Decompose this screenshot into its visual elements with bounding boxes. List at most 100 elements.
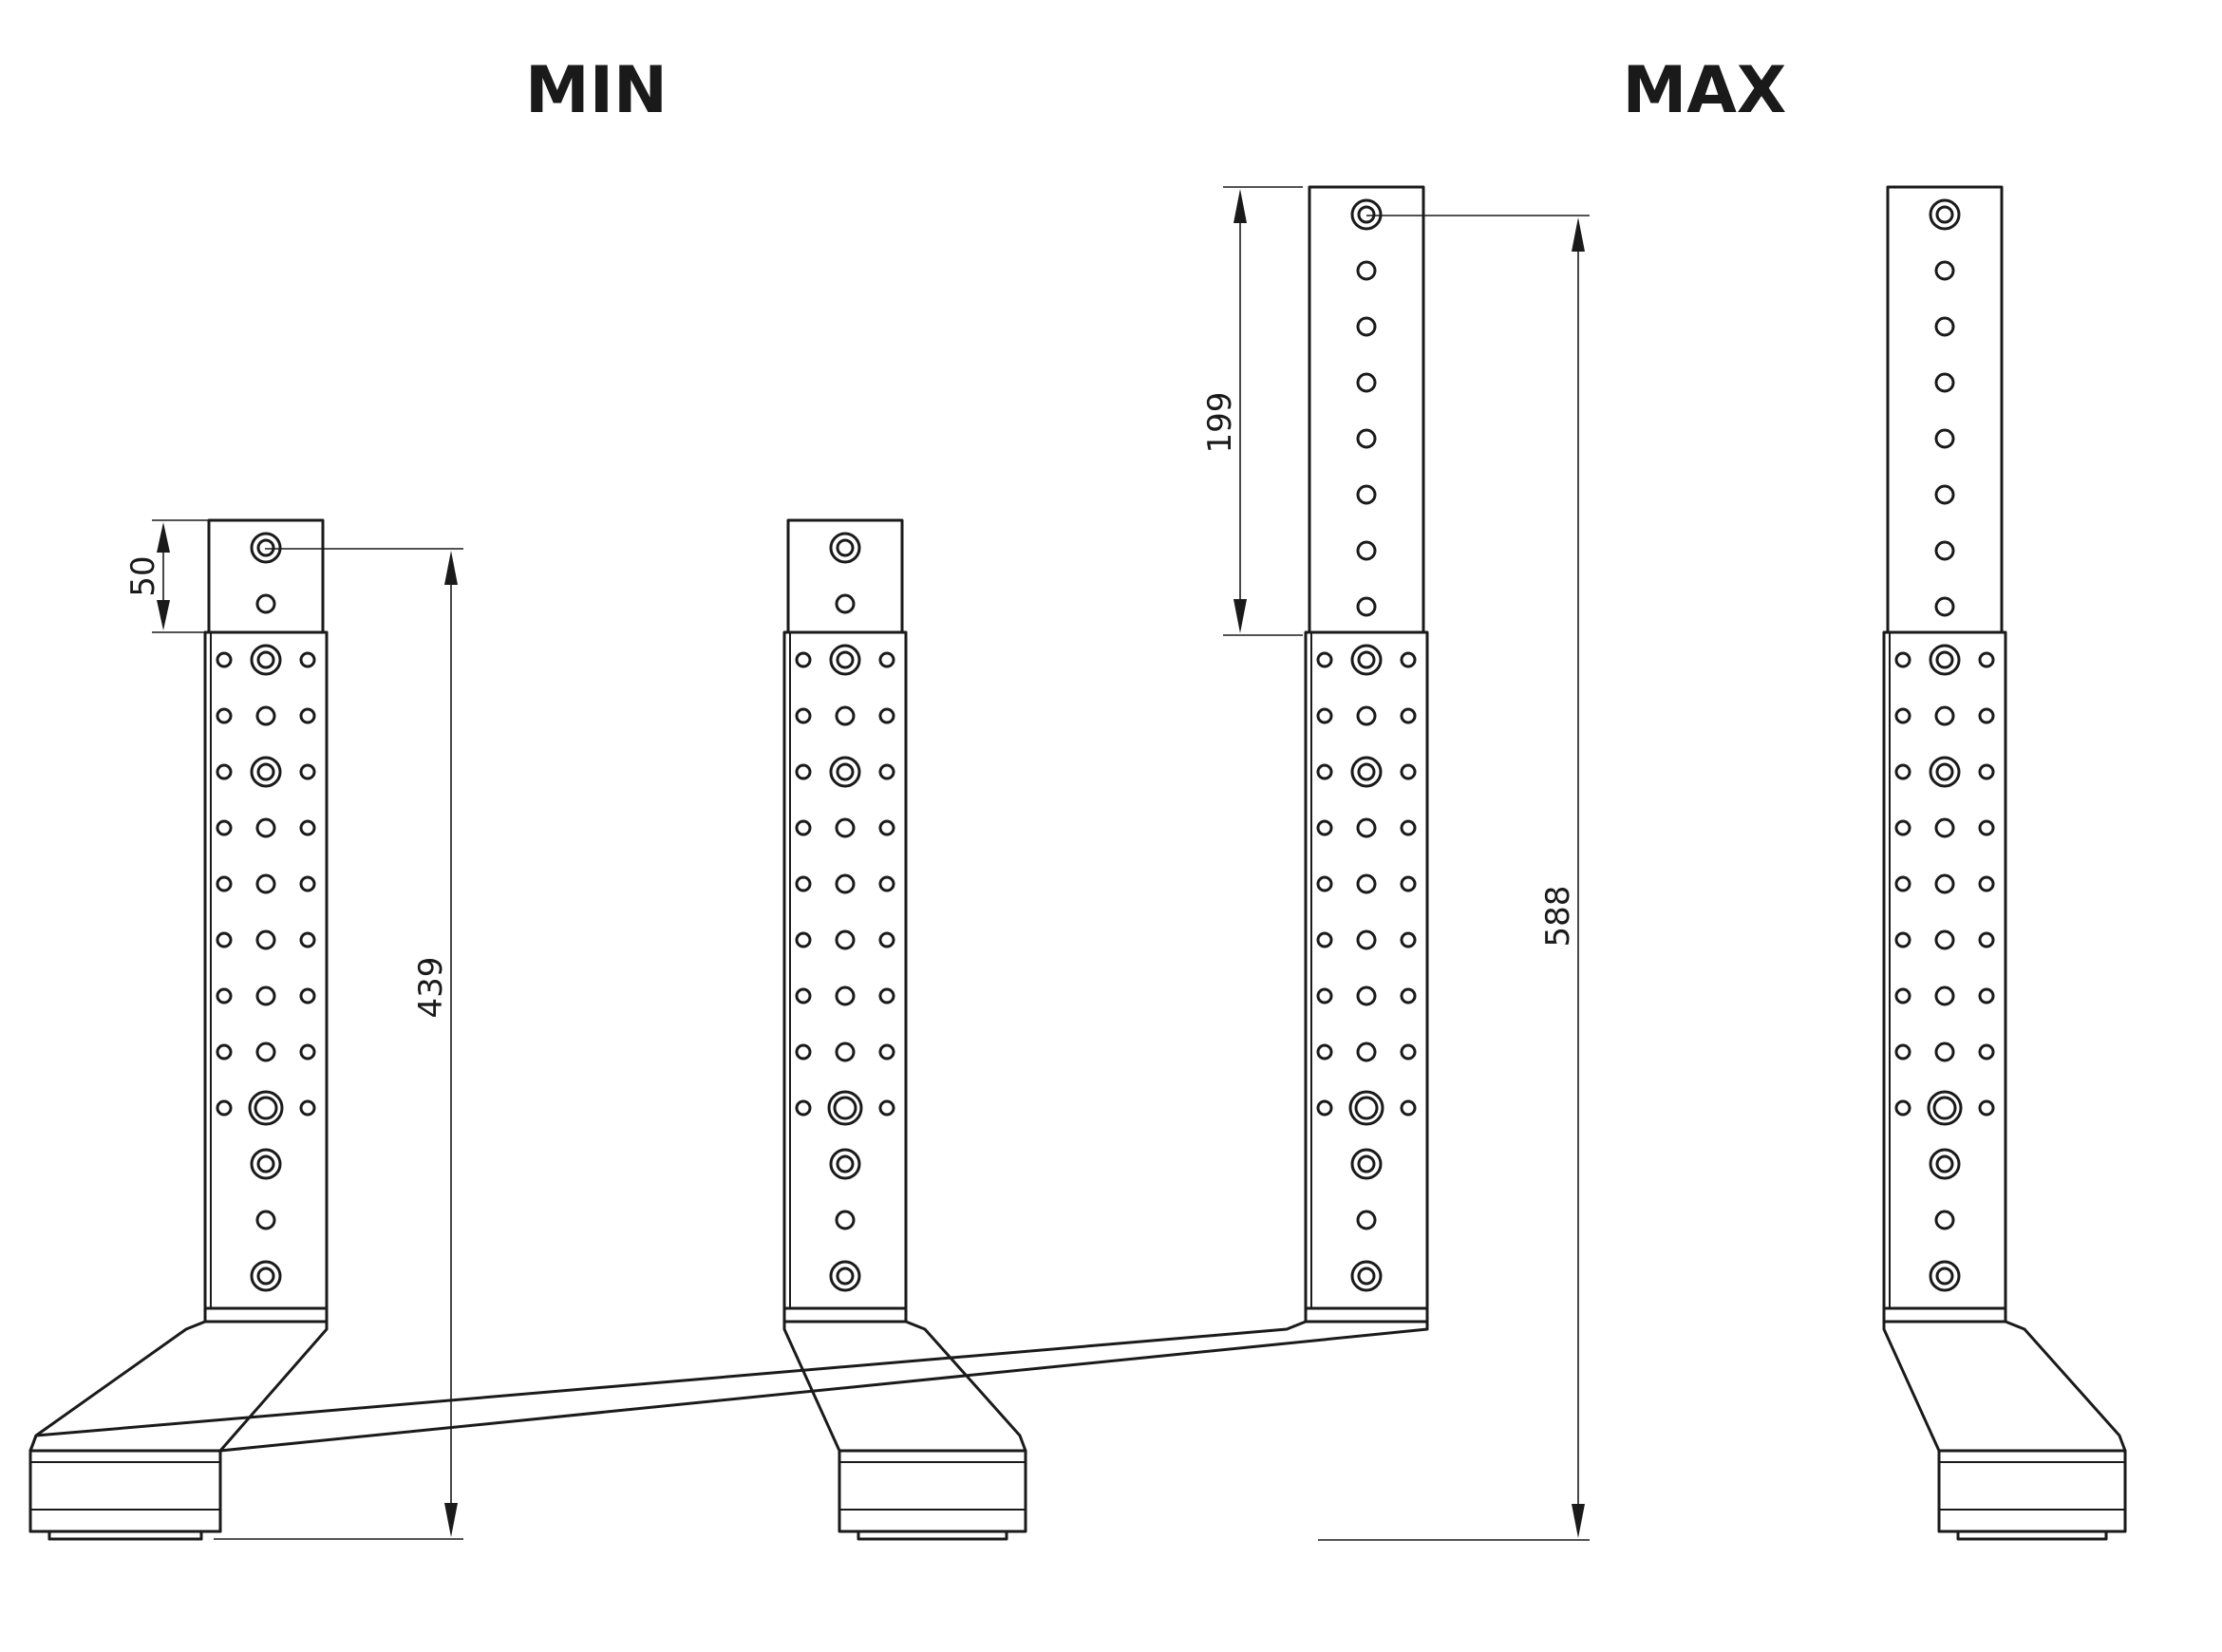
dimension-199-label: 199 — [1201, 392, 1239, 454]
side-hole — [1978, 819, 1995, 836]
large-hole-inner — [256, 1155, 275, 1173]
side-hole — [878, 1099, 895, 1117]
side-hole — [299, 651, 316, 668]
side-hole — [1400, 1099, 1417, 1117]
large-hole — [829, 756, 861, 788]
leg-max-side — [1882, 185, 2127, 1541]
hole — [1934, 316, 1955, 337]
hole — [835, 1210, 856, 1230]
side-hole — [216, 931, 233, 948]
hole — [835, 593, 856, 614]
foot-glide — [47, 1530, 203, 1541]
side-hole — [1316, 707, 1333, 724]
inner-tube — [786, 518, 904, 634]
side-hole — [1400, 987, 1417, 1004]
side-hole — [1978, 1043, 1995, 1061]
side-hole — [795, 1099, 812, 1117]
outer-tube — [782, 630, 908, 1310]
side-hole — [1894, 987, 1911, 1004]
side-hole — [1894, 1043, 1911, 1061]
dimension-199: 199 — [1201, 186, 1303, 636]
hole — [1934, 372, 1955, 393]
large-hole — [1929, 644, 1961, 676]
large-hole-inner — [1357, 1155, 1376, 1173]
ring-hole-inner — [1354, 1096, 1379, 1120]
side-hole — [795, 987, 812, 1004]
hole — [1934, 986, 1955, 1006]
large-hole-inner — [836, 762, 855, 781]
side-hole — [1316, 1099, 1333, 1117]
large-hole — [1929, 1148, 1961, 1180]
hole — [1934, 540, 1955, 561]
hole — [1356, 316, 1377, 337]
side-hole — [1894, 875, 1911, 892]
hole — [255, 593, 276, 614]
hole — [255, 929, 276, 950]
side-hole — [216, 651, 233, 668]
side-hole — [1978, 651, 1995, 668]
side-hole — [299, 763, 316, 780]
side-hole — [878, 819, 895, 836]
hole — [1934, 428, 1955, 449]
hole — [1356, 705, 1377, 726]
hole — [1356, 260, 1377, 281]
side-hole — [1400, 819, 1417, 836]
hole — [1934, 873, 1955, 894]
hole — [1934, 260, 1955, 281]
side-hole — [1400, 1043, 1417, 1061]
side-hole — [795, 819, 812, 836]
collar — [1882, 1308, 2007, 1323]
hole — [255, 873, 276, 894]
large-hole-inner — [256, 650, 275, 669]
large-hole — [829, 1260, 861, 1292]
heading-max: MAX — [1623, 53, 1787, 128]
hole — [1356, 428, 1377, 449]
large-hole-inner — [256, 538, 275, 557]
dimension-588: 588 — [1318, 215, 1590, 1541]
side-hole — [1894, 651, 1911, 668]
side-hole — [299, 1099, 316, 1117]
outer-tube — [203, 630, 329, 1310]
side-hole — [878, 763, 895, 780]
side-hole — [1316, 819, 1333, 836]
side-hole — [216, 1099, 233, 1117]
hole — [255, 817, 276, 838]
large-hole — [1929, 756, 1961, 788]
side-hole — [1978, 763, 1995, 780]
side-hole — [795, 707, 812, 724]
side-hole — [1316, 1043, 1333, 1061]
ring-hole-inner — [1932, 1096, 1957, 1120]
hole — [1356, 484, 1377, 505]
side-hole — [216, 707, 233, 724]
large-hole-inner — [1357, 650, 1376, 669]
hole — [1934, 1210, 1955, 1230]
side-hole — [795, 875, 812, 892]
heading-min: MIN — [525, 53, 668, 128]
side-hole — [878, 931, 895, 948]
hole — [255, 986, 276, 1006]
hole — [1356, 596, 1377, 617]
hole — [1356, 540, 1377, 561]
side-hole — [299, 819, 316, 836]
collar — [1304, 1308, 1429, 1323]
outer-tube — [1304, 630, 1429, 1310]
hole — [835, 986, 856, 1006]
side-hole — [216, 819, 233, 836]
hole — [835, 817, 856, 838]
inner-tube — [1886, 185, 2004, 634]
side-hole — [216, 987, 233, 1004]
hole — [835, 705, 856, 726]
hole — [835, 873, 856, 894]
side-hole — [795, 763, 812, 780]
foot-arm — [28, 1320, 1429, 1453]
ring-hole-inner — [254, 1096, 278, 1120]
hole — [1356, 873, 1377, 894]
side-hole — [1400, 651, 1417, 668]
large-hole — [1929, 198, 1961, 231]
side-hole — [216, 763, 233, 780]
side-hole — [299, 1043, 316, 1061]
foot-arm — [782, 1320, 1027, 1453]
hole — [835, 929, 856, 950]
hole — [1356, 372, 1377, 393]
